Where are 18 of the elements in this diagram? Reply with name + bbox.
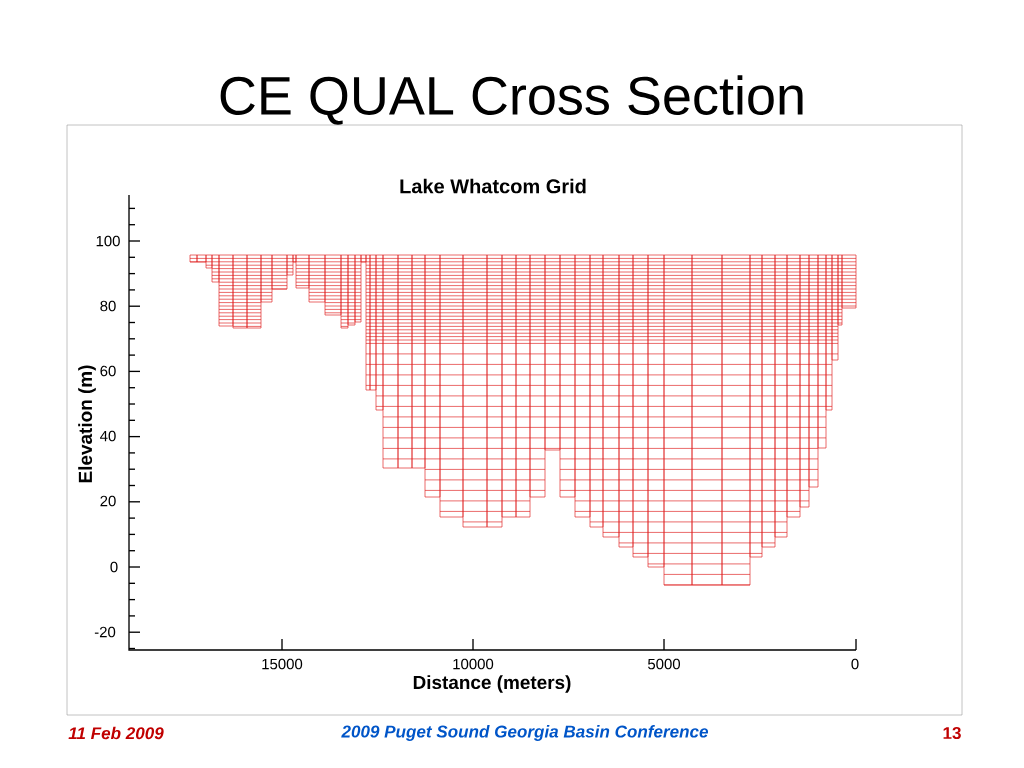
page-number: 13	[943, 726, 961, 740]
tick-label: 40	[100, 430, 116, 442]
tick-label: 100	[96, 235, 120, 247]
slide-title: CE QUAL Cross Section	[220, 75, 803, 125]
tick-label: 80	[100, 300, 116, 312]
chart-title: Lake Whatcom Grid	[400, 178, 586, 194]
tick-label: 20	[100, 495, 116, 507]
footer-date: 11 Feb 2009	[68, 726, 164, 740]
tick-label: 0	[851, 658, 859, 670]
axis-title: Elevation (m)	[78, 365, 96, 483]
tick-label: 0	[110, 561, 118, 573]
tick-label: 60	[100, 365, 116, 377]
tick-label: 5000	[648, 658, 680, 670]
axis-title: Distance (meters)	[413, 675, 571, 693]
footer-text: 2009 Puget Sound Georgia Basin Conference	[341, 725, 709, 741]
tick-label: -20	[94, 626, 116, 638]
tick-label: 10000	[453, 658, 494, 670]
tick-label: 15000	[262, 658, 303, 670]
